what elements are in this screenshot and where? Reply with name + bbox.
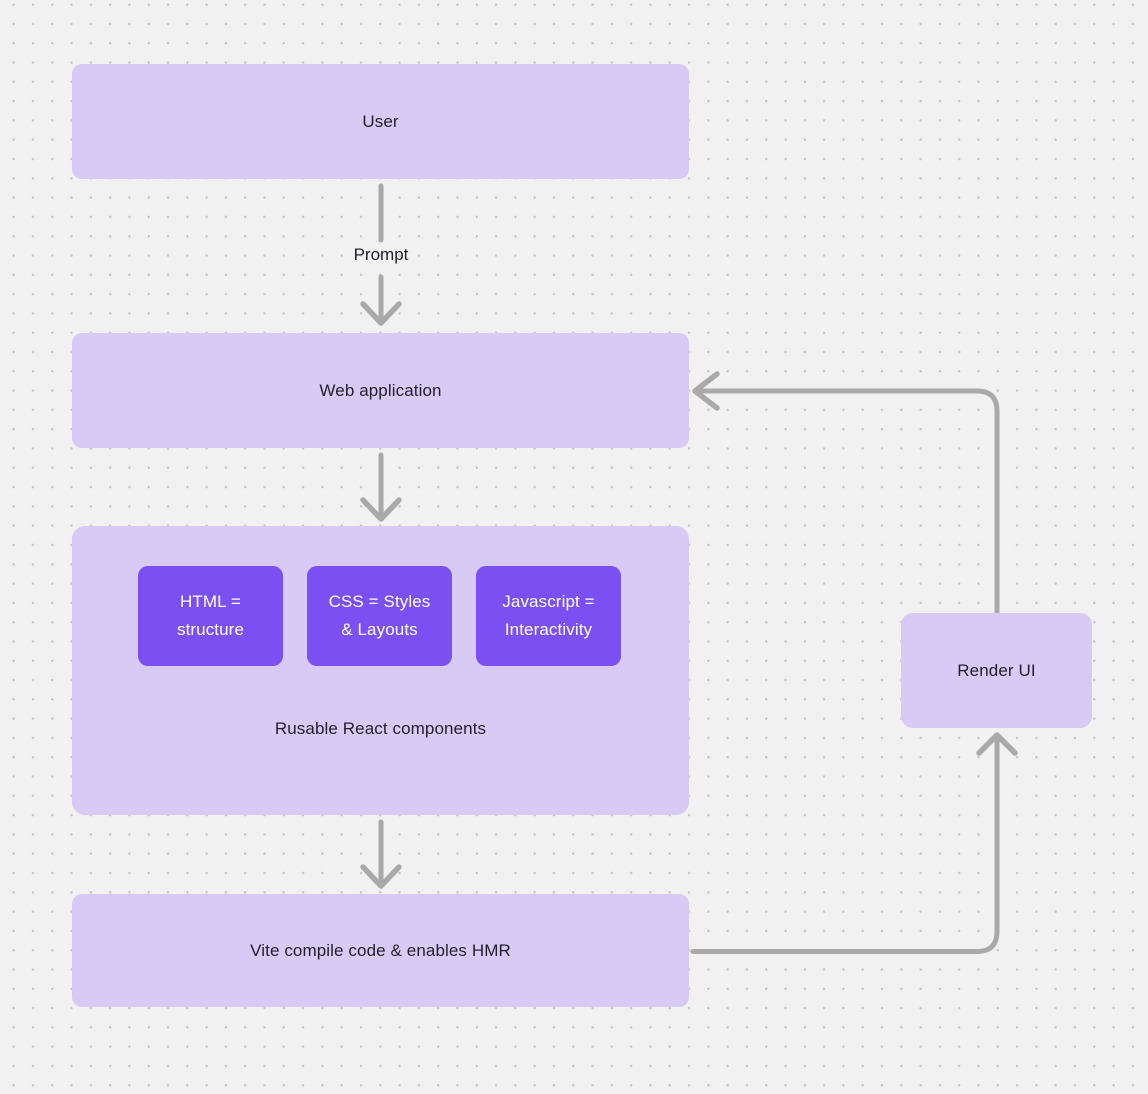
node-components-group-label: Rusable React components [274,719,487,738]
edge-vite-to-render-ui [690,732,1018,954]
arrowhead-down-icon [360,864,402,889]
edge-web-application-to-components [360,452,402,522]
edge-render-ui-to-web-application [692,371,1000,615]
arrowhead-left-icon [692,371,720,411]
node-css-label: CSS = Styles & Layouts [328,592,431,639]
node-javascript-label: Javascript = Interactivity [502,592,595,639]
node-components-group: HTML = structure CSS = Styles & Layouts … [72,526,689,815]
edge-components-to-vite [360,819,402,889]
node-html: HTML = structure [138,566,283,666]
edge-label-prompt: Prompt [353,245,409,264]
node-web-application: Web application [72,333,689,448]
arrowhead-up-icon [976,732,1018,756]
node-user: User [72,64,689,179]
node-web-application-label: Web application [319,380,442,400]
arrowhead-down-icon [360,301,402,326]
node-user-label: User [362,111,399,131]
node-render-ui: Render UI [901,613,1092,728]
node-css: CSS = Styles & Layouts [307,566,452,666]
arrow-shaft [690,739,1000,954]
components-chip-row: HTML = structure CSS = Styles & Layouts … [138,566,621,666]
arrow-shaft [698,388,1000,615]
node-vite-label: Vite compile code & enables HMR [250,940,511,960]
node-html-label: HTML = structure [176,592,245,639]
node-render-ui-label: Render UI [957,660,1036,680]
node-vite: Vite compile code & enables HMR [72,894,689,1007]
arrowhead-down-icon [360,497,402,522]
node-javascript: Javascript = Interactivity [476,566,621,666]
